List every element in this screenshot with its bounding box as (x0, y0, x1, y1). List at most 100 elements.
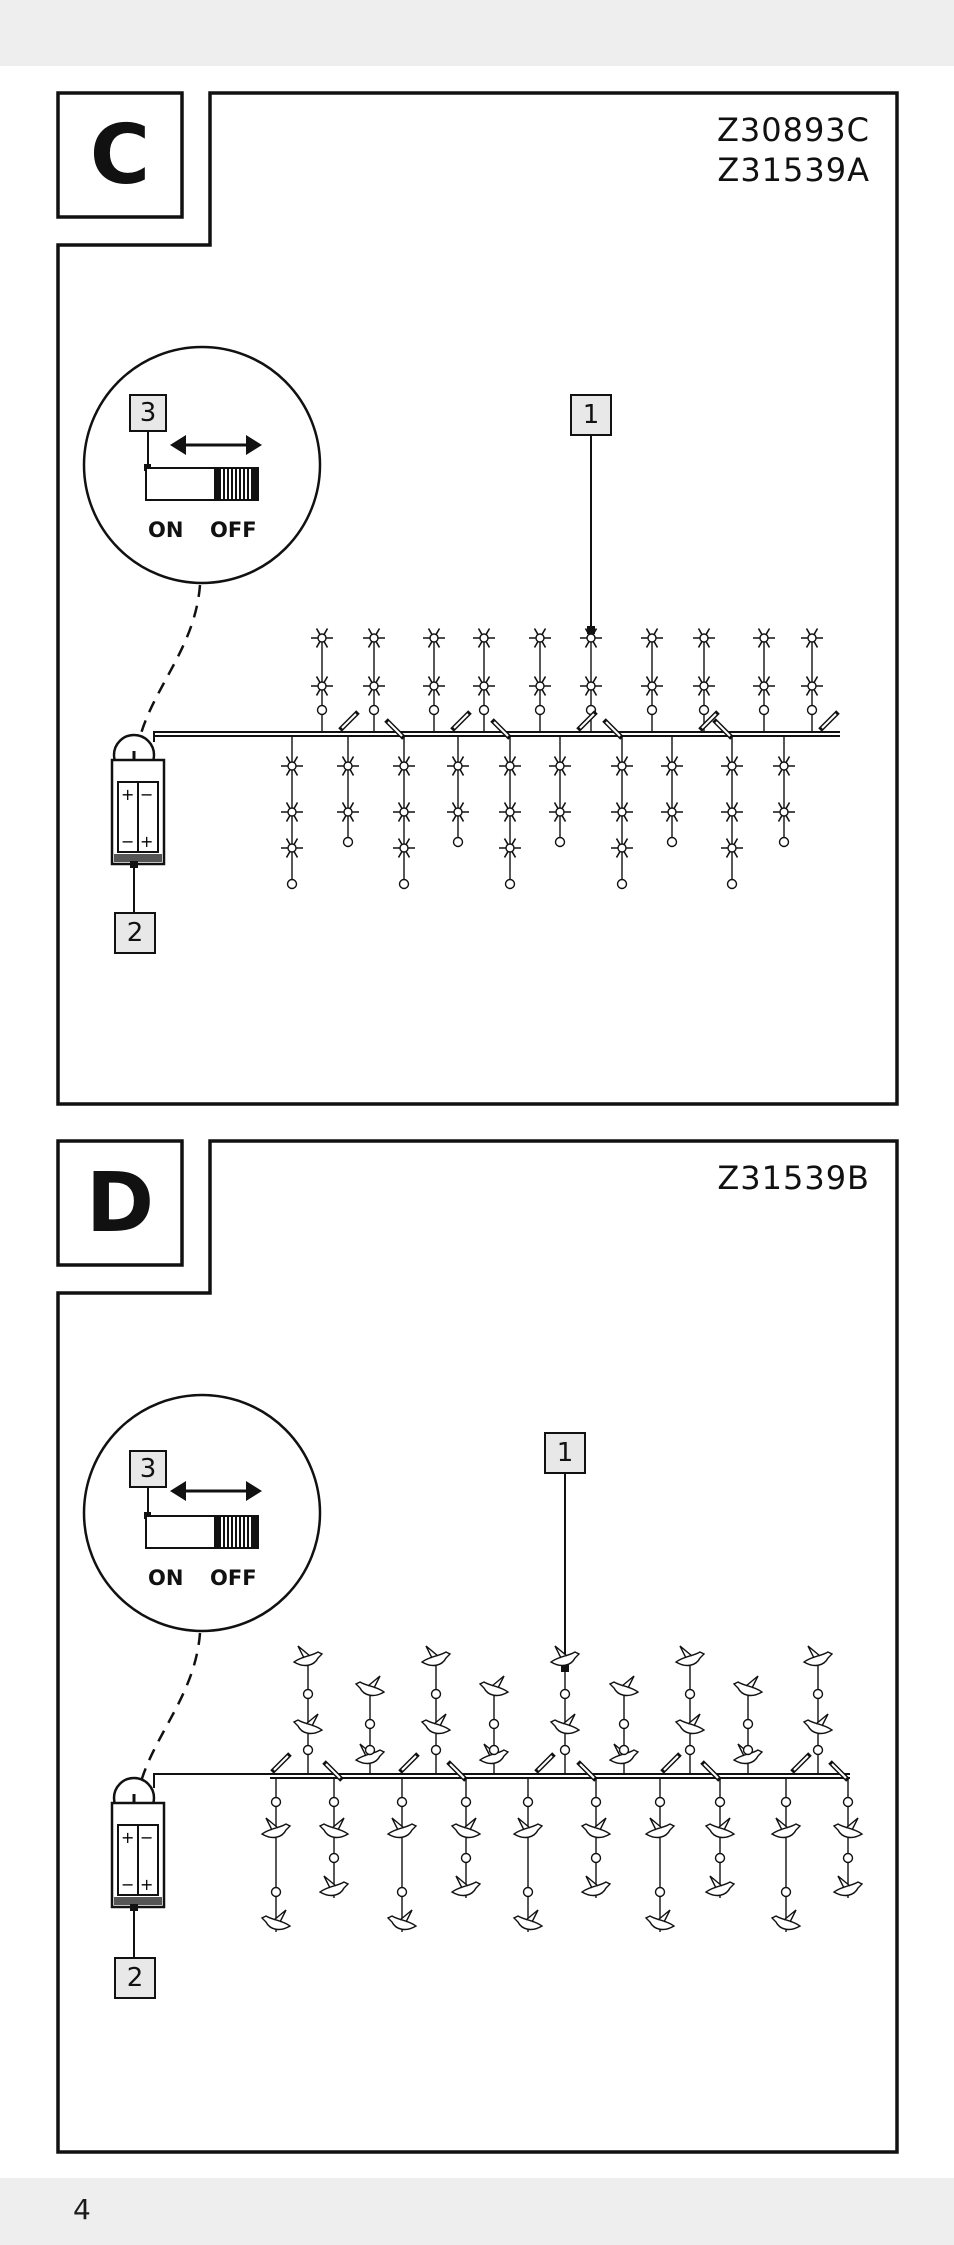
bird-icon (386, 1817, 418, 1839)
bulb-icon (726, 878, 738, 890)
svg-text:−: − (121, 832, 134, 851)
bird-icon (832, 1875, 864, 1897)
bulb-icon (654, 1796, 666, 1808)
panel-letter: C (89, 107, 151, 203)
snowflake-icon (661, 802, 683, 822)
bulb-icon (780, 1796, 792, 1808)
svg-text:−: − (140, 1828, 153, 1847)
bird-icon (732, 1675, 764, 1697)
bulb-icon (842, 1796, 854, 1808)
bird-icon (512, 1817, 544, 1839)
bird-icon (386, 1909, 418, 1931)
snowflake-icon (311, 676, 333, 696)
wire-clip-icon (698, 710, 720, 732)
slide-switch (145, 435, 262, 501)
slide-switch (145, 1481, 262, 1549)
snowflake-icon (549, 756, 571, 776)
snowflake-icon (641, 628, 663, 648)
snowflake-icon (529, 628, 551, 648)
snowflake-icon (641, 676, 663, 696)
bulb-icon (618, 1718, 630, 1730)
bulb-icon (364, 1718, 376, 1730)
bulb-icon (812, 1744, 824, 1756)
callout-light-string: 1 (582, 400, 600, 430)
bird-icon (292, 1713, 324, 1735)
top-band (0, 0, 954, 66)
bulb-icon (590, 1852, 602, 1864)
bird-icon (260, 1817, 292, 1839)
bulb-icon (654, 1886, 666, 1898)
bird-icon (318, 1817, 350, 1839)
bulb-icon (302, 1744, 314, 1756)
snowflake-icon (801, 676, 823, 696)
snowflake-icon (753, 628, 775, 648)
snowflake-icon (611, 802, 633, 822)
wire-clip-icon (398, 1752, 420, 1774)
wire-clip-icon (450, 710, 472, 732)
wire-clip-icon (270, 1752, 292, 1774)
wire-clip-icon (700, 1760, 722, 1782)
page-number: 4 (73, 2193, 91, 2226)
bulb-icon (342, 836, 354, 848)
bulb-icon (430, 1688, 442, 1700)
bulb-icon (428, 704, 440, 716)
bulb-icon (328, 1796, 340, 1808)
bulb-icon (430, 1744, 442, 1756)
bulb-icon (646, 704, 658, 716)
model-number: Z31539B (717, 1159, 870, 1197)
bulb-icon (302, 1688, 314, 1700)
bulb-icon (698, 704, 710, 716)
snowflake-icon (337, 802, 359, 822)
bird-icon (704, 1875, 736, 1897)
bulb-icon (396, 1796, 408, 1808)
wire-clip-icon (534, 1752, 556, 1774)
snowflake-icon (473, 628, 495, 648)
bulb-icon (488, 1744, 500, 1756)
switch-on-label: ON (148, 1566, 184, 1590)
snowflake-icon (363, 628, 385, 648)
bird-icon (704, 1817, 736, 1839)
model-number-list: Z30893C Z31539A (717, 110, 870, 190)
bulb-icon (618, 1744, 630, 1756)
bird-icon (318, 1875, 350, 1897)
snowflake-icon (447, 802, 469, 822)
bird-icon (354, 1675, 386, 1697)
bulb-icon (364, 1744, 376, 1756)
snowflake-icon (721, 756, 743, 776)
bird-icon (802, 1645, 834, 1667)
bulb-icon (270, 1796, 282, 1808)
bulb-icon (806, 704, 818, 716)
bird-icon (512, 1909, 544, 1931)
svg-text:+: + (140, 1875, 153, 1894)
battery-box-icon: + − − + (110, 733, 166, 866)
bird-light-strands (260, 1645, 864, 1932)
wire-clip-icon (490, 718, 512, 740)
snowflake-icon (281, 838, 303, 858)
bulb-icon (758, 704, 770, 716)
bulb-icon (328, 1852, 340, 1864)
switch-off-label: OFF (210, 518, 257, 542)
bulb-icon (684, 1688, 696, 1700)
snowflake-icon (661, 756, 683, 776)
wire-clip-icon (818, 710, 840, 732)
snowflake-icon (393, 838, 415, 858)
snowflake-icon (529, 676, 551, 696)
bird-icon (770, 1817, 802, 1839)
bulb-icon (398, 878, 410, 890)
snowflake-icon (611, 756, 633, 776)
snowflake-icon (611, 838, 633, 858)
bird-icon (802, 1713, 834, 1735)
bulb-icon (559, 1688, 571, 1700)
wire-clip-icon (338, 710, 360, 732)
bulb-icon (504, 878, 516, 890)
panel-c: + − − + C Z30893C Z31539A 3 2 1 ON OFF (0, 90, 954, 1130)
snowflake-icon (281, 802, 303, 822)
panel-c-frame: + − − + (56, 91, 899, 1106)
switch-detail-circle (82, 345, 322, 585)
bulb-icon (842, 1852, 854, 1864)
bird-icon (260, 1909, 292, 1931)
snowflake-icon (423, 628, 445, 648)
bulb-icon (534, 704, 546, 716)
bird-icon (770, 1909, 802, 1931)
bulb-icon (616, 878, 628, 890)
